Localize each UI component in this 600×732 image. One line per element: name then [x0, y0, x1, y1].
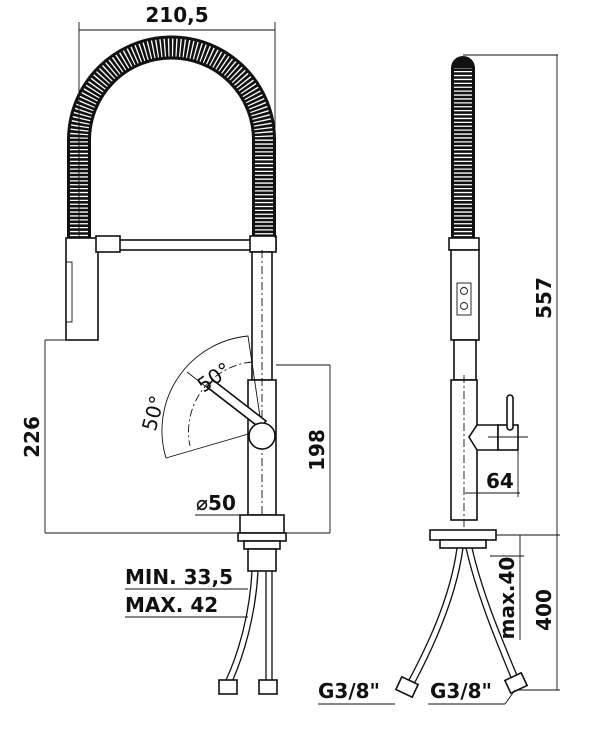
hose-length-dimension: 400 [532, 589, 556, 631]
width-dimension: 210,5 [145, 3, 208, 27]
lever-hub-side [468, 424, 499, 451]
spout-height-dimension: 226 [20, 416, 44, 458]
angle-upper: 50° [193, 357, 236, 397]
spray-head [65, 237, 99, 341]
base-diameter-dimension: ⌀50 [196, 491, 236, 515]
deck-min-dimension: MIN. 33,5 [125, 565, 233, 589]
lever-height-dimension: 198 [305, 429, 329, 471]
base-ring [239, 514, 285, 534]
connection-thread-left: G3/8" [318, 679, 380, 703]
total-height-dimension: 557 [532, 277, 556, 319]
spring-hose [67, 35, 276, 240]
lever-pivot [248, 422, 276, 450]
lever-swing-arc [161, 335, 263, 459]
lever-handle-side [506, 394, 514, 431]
base-side [429, 529, 497, 541]
side-view: 557 64 max.40 400 G3/8" [394, 54, 560, 705]
hose-side-right [465, 547, 519, 681]
connector-right [258, 679, 278, 695]
angle-lower: 50° [137, 393, 169, 433]
max-deck-dimension: max.40 [495, 557, 519, 640]
spray-head-side [450, 249, 480, 341]
front-view: 210,5 226 198 ⌀50 MIN. 33,5 MAX. 42 50° … [20, 3, 395, 705]
spray-buttons [65, 261, 73, 323]
hose-side-left [407, 547, 464, 685]
connector-left [218, 679, 238, 695]
spray-buttons-side [456, 282, 472, 316]
lever-offset-dimension: 64 [486, 469, 514, 493]
deck-max-dimension: MAX. 42 [125, 593, 218, 617]
hose-left [225, 570, 259, 683]
hose-right [265, 571, 273, 680]
connection-thread-right: G3/8" [430, 679, 492, 703]
